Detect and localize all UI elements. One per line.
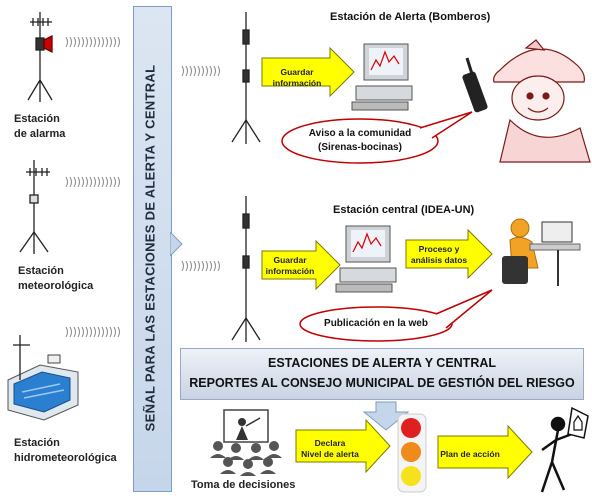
station-hydro-line2: hidrometeorológica <box>14 452 117 464</box>
central-arrow2-line1: Proceso y <box>418 244 460 254</box>
station-hydro-label: Estación hidrometeorológica <box>14 436 117 466</box>
yellow-light <box>401 466 421 486</box>
station-alarm-line1: Estación <box>14 113 60 125</box>
declare-alert-arrow <box>295 418 391 474</box>
station-graphics <box>181 12 591 342</box>
signal-waves-icon <box>65 36 120 338</box>
weather-station-icon <box>19 160 50 254</box>
alarm-station-icon <box>27 12 53 102</box>
central-tower-icon <box>231 196 261 342</box>
hydro-station-icon <box>7 335 79 421</box>
station-weather-line2: meteorológica <box>18 280 94 292</box>
alert-arrow-label: Guardar información <box>262 67 332 89</box>
red-light <box>401 418 421 438</box>
summary-line2: REPORTES AL CONSEJO MUNICIPAL DE GESTIÓN… <box>189 376 575 390</box>
alert-station-title: Estación de Alerta (Bomberos) <box>330 11 491 23</box>
person-with-sign-icon <box>540 406 589 493</box>
central-station-title: Estación central (IDEA-UN) <box>333 204 475 216</box>
declare-alert-label: Declara Nivel de alerta <box>298 438 362 460</box>
alert-arrow-line2: información <box>272 78 322 88</box>
station-weather-line1: Estación <box>18 265 64 277</box>
receive-waves-icon <box>181 65 220 272</box>
station-hydro-line1: Estación <box>14 437 60 449</box>
summary-box <box>180 348 584 400</box>
community-warning-line2: (Sirenas-bocinas) <box>318 142 402 153</box>
alert-tower-icon <box>231 12 261 144</box>
central-arrow1-line1: Guardar <box>273 255 307 265</box>
declare-alert-line1: Declara <box>314 438 346 448</box>
community-warning-line1: Aviso a la comunidad <box>308 128 412 139</box>
station-weather-label: Estación meteorológica <box>18 264 93 294</box>
station-alarm-label: Estación de alarma <box>14 112 65 142</box>
process-data-arrow <box>405 228 493 280</box>
alert-arrow-line1: Guardar <box>280 67 314 77</box>
save-info-arrow-alert <box>261 46 355 98</box>
band-arrow-icon <box>170 232 183 256</box>
meeting-icon <box>210 409 282 476</box>
community-warning-bubble <box>281 118 439 164</box>
orange-light <box>401 442 421 462</box>
analyst-icon <box>502 218 581 286</box>
radio-icon <box>462 57 488 113</box>
station-icons <box>7 12 120 421</box>
summary-line1: ESTACIONES DE ALERTA Y CENTRAL <box>267 356 497 370</box>
decision-making-label: Toma de decisiones <box>191 479 296 491</box>
station-alarm-line2: de alarma <box>14 128 66 140</box>
community-warning-text: Aviso a la comunidad (Sirenas-bocinas) <box>282 127 438 155</box>
declare-alert-line2: Nivel de alerta <box>301 449 359 459</box>
central-arrow2-label: Proceso y análisis datos <box>406 244 472 266</box>
firefighter-icon <box>493 39 591 163</box>
save-info-arrow-central <box>261 239 341 291</box>
action-plan-arrow <box>437 424 533 480</box>
action-plan-label: Plan de acción <box>440 449 500 459</box>
web-publication-text: Publicación en la web <box>324 318 428 329</box>
central-arrow2-line2: análisis datos <box>410 255 468 265</box>
computer-icon <box>351 43 413 111</box>
central-arrow1-label: Guardar información <box>262 255 318 277</box>
signal-band-label: SEÑAL PARA LAS ESTACIONES DE ALERTA Y CE… <box>142 64 158 432</box>
down-arrow <box>362 401 410 431</box>
central-arrow1-line2: información <box>265 266 315 276</box>
computer-central-icon <box>335 225 397 293</box>
